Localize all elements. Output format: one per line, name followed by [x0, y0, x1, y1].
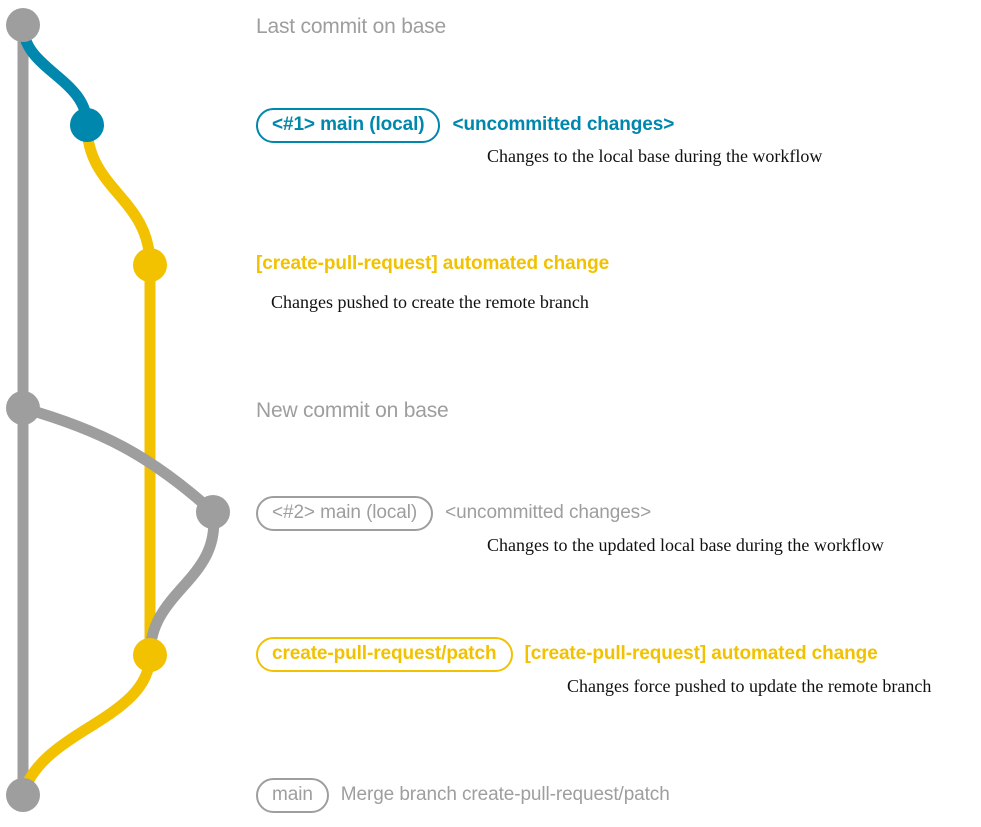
- ref-badge-create-pull-request-patch[interactable]: create-pull-request/patch: [256, 637, 513, 672]
- commit-node-merge[interactable]: [6, 778, 40, 812]
- commit-subject-merge: Merge branch create-pull-request/patch: [340, 784, 670, 806]
- commit-description-patch-2: Changes force pushed to update the remot…: [567, 676, 932, 696]
- commit-row-patch-1: [create-pull-request] automated change: [256, 253, 609, 275]
- local-to-patch-line: [144, 506, 220, 661]
- commit-description-patch-1: Changes pushed to create the remote bran…: [271, 292, 589, 312]
- commit-node-patch-2[interactable]: [133, 638, 167, 672]
- commit-node-base-head[interactable]: [6, 8, 40, 42]
- commit-node-base-new[interactable]: [6, 391, 40, 425]
- ref-badge-main-local-2[interactable]: <#2> main (local): [256, 496, 434, 531]
- commit-description-local-2: Changes to the updated local base during…: [487, 535, 884, 555]
- commit-row-local-1: <#1> main (local) <uncommitted changes>: [256, 108, 674, 143]
- local-branch-line-2: [17, 402, 219, 518]
- merge-line: [17, 649, 156, 801]
- heading-last-commit-on-base: Last commit on base: [256, 15, 446, 38]
- ref-badge-main-local-1[interactable]: <#1> main (local): [256, 108, 441, 143]
- commit-subject-local-1: <uncommitted changes>: [452, 114, 675, 136]
- commit-subject-local-2: <uncommitted changes>: [445, 502, 652, 524]
- commit-row-patch-2: create-pull-request/patch [create-pull-r…: [256, 637, 878, 672]
- commit-node-local-2[interactable]: [196, 495, 230, 529]
- ref-badge-main[interactable]: main: [256, 778, 329, 813]
- commit-subject-patch-2: [create-pull-request] automated change: [524, 643, 878, 665]
- commit-node-patch-1[interactable]: [133, 248, 167, 282]
- commit-row-merge: main Merge branch create-pull-request/pa…: [256, 778, 670, 813]
- commit-description-local-1: Changes to the local base during the wor…: [487, 146, 823, 166]
- patch-branch-line-1: [81, 119, 156, 271]
- commit-subject-patch-1: [create-pull-request] automated change: [256, 253, 610, 274]
- heading-new-commit-on-base: New commit on base: [256, 399, 449, 422]
- commit-row-local-2: <#2> main (local) <uncommitted changes>: [256, 496, 651, 531]
- commit-node-local-1[interactable]: [70, 108, 104, 142]
